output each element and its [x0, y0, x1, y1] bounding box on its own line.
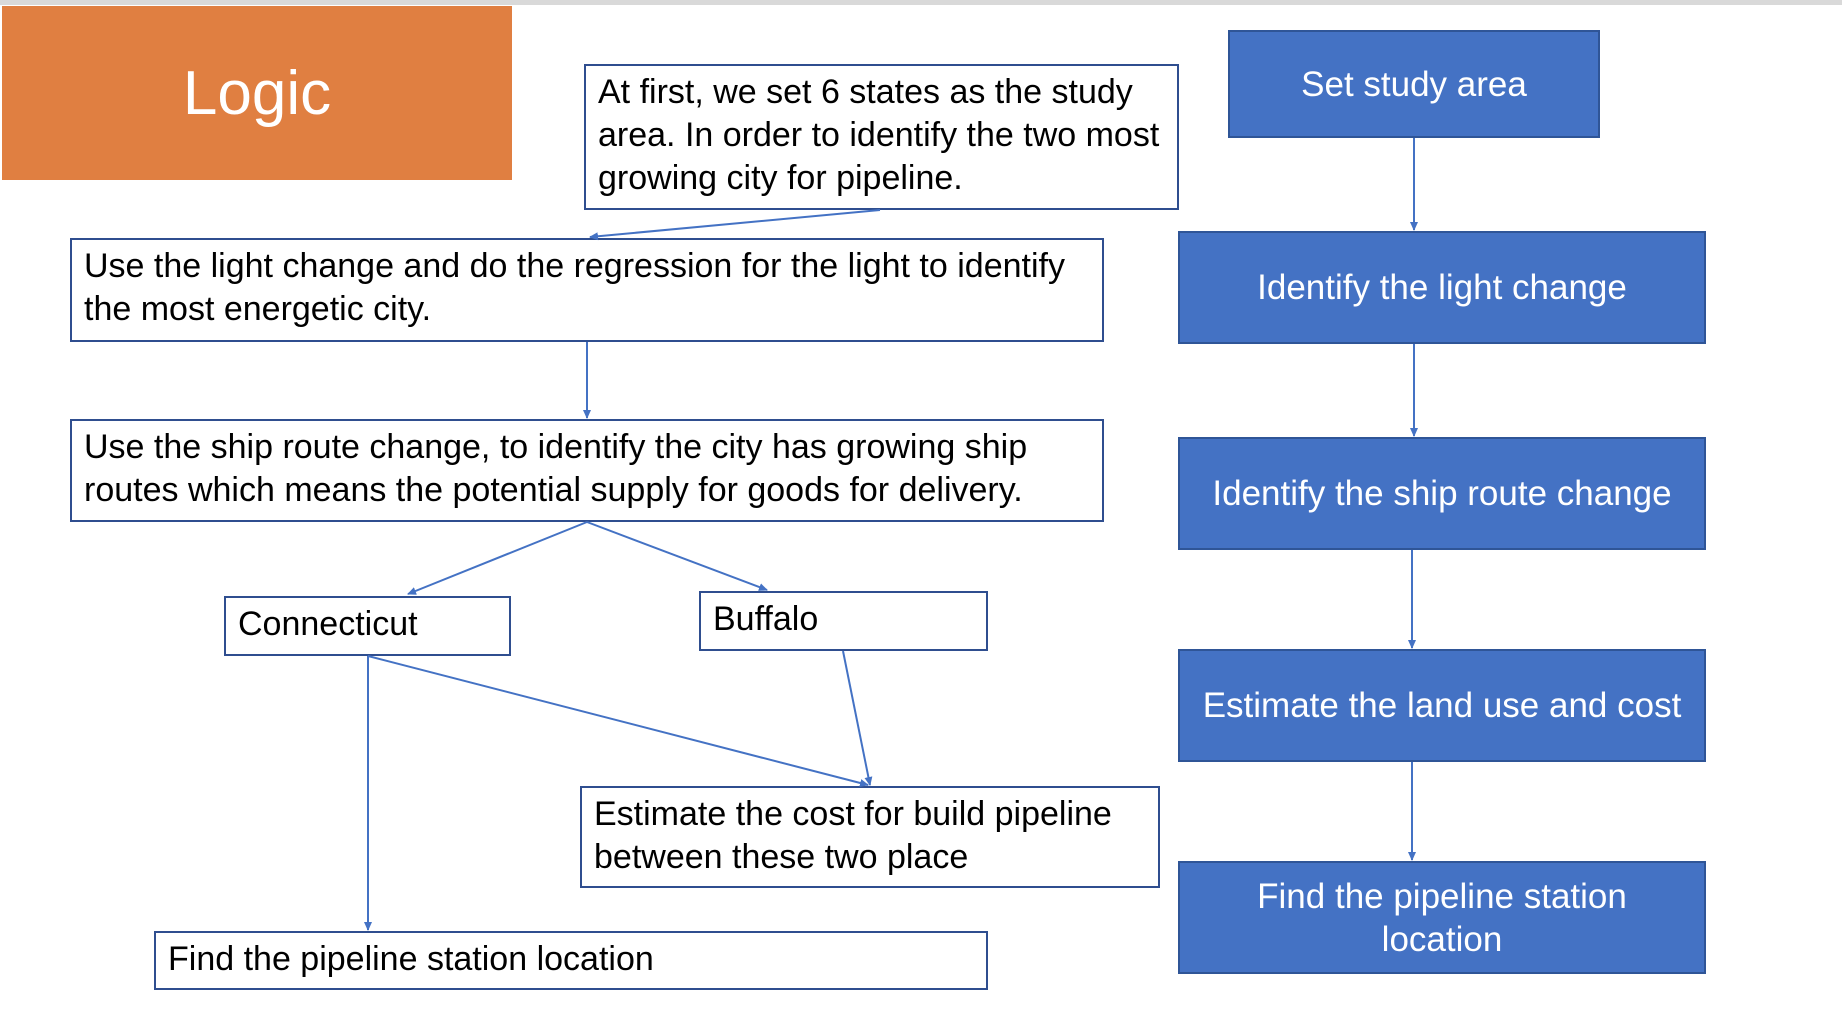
- step-set-study-area: Set study area: [1228, 30, 1600, 138]
- cost-estimate-box: Estimate the cost for build pipeline bet…: [580, 786, 1160, 888]
- buffalo-box: Buffalo: [699, 591, 988, 651]
- arrow-ship-to-buffalo: [586, 521, 768, 591]
- ship-route-box: Use the ship route change, to identify t…: [70, 419, 1104, 522]
- light-change-box: Use the light change and do the regressi…: [70, 238, 1104, 342]
- top-divider: [0, 0, 1842, 5]
- title-banner: Logic: [2, 6, 512, 180]
- intro-box: At first, we set 6 states as the study a…: [584, 64, 1179, 210]
- connecticut-box: Connecticut: [224, 596, 511, 656]
- step-identify-ship-route-change: Identify the ship route change: [1178, 437, 1706, 550]
- station-location-box: Find the pipeline station location: [154, 931, 988, 990]
- arrow-buffalo-to-cost: [842, 650, 873, 786]
- arrow-ship-to-connecticut: [407, 521, 588, 595]
- step-estimate-land-use: Estimate the land use and cost: [1178, 649, 1706, 762]
- step-find-station-location: Find the pipeline station location: [1178, 861, 1706, 974]
- step-identify-light-change: Identify the light change: [1178, 231, 1706, 344]
- arrow-intro-to-light: [589, 209, 881, 241]
- slide-title: Logic: [182, 58, 332, 128]
- arrow-connecticut-to-cost: [367, 655, 869, 787]
